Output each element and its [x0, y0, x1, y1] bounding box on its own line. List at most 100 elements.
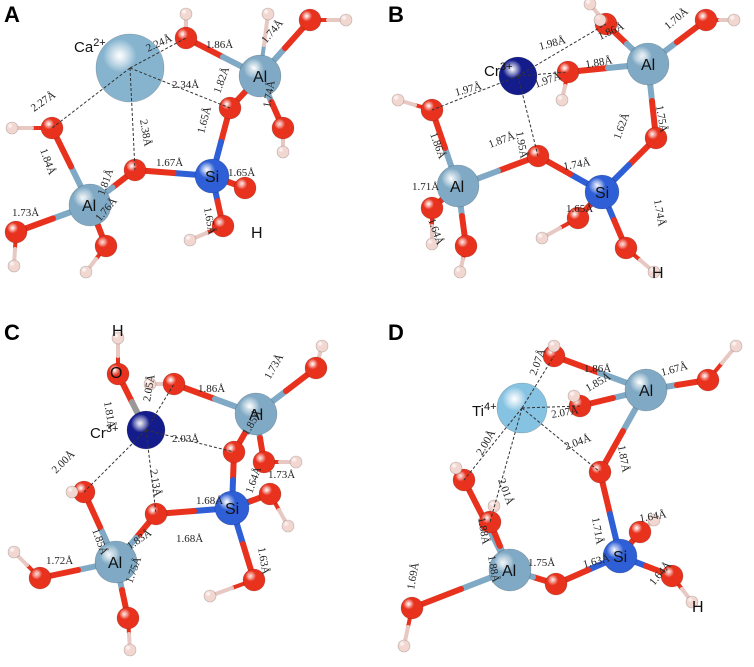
bond-length-label: 1.68Å	[196, 495, 223, 507]
oxygen-atom	[174, 26, 198, 50]
ion-charge: 4+	[484, 401, 497, 413]
coordination-bond-dashed	[517, 75, 539, 157]
hydrogen-atom	[425, 237, 439, 251]
bond-length-label: 1.73Å	[268, 469, 295, 481]
coordination-bond-dashed	[431, 75, 519, 111]
oxygen-atom	[94, 234, 118, 258]
bond-length-label: 2.38Å	[137, 118, 154, 147]
bond-length-label: 1.86Å	[427, 131, 448, 161]
silicon-label: Si	[205, 169, 219, 186]
bond-length-label: 1.62Å	[612, 111, 633, 141]
ion-label: Ca2+	[74, 37, 106, 56]
coordination-bond-dashed	[51, 67, 131, 129]
silicon-atom	[194, 158, 230, 194]
bond-length-label: 1.87Å	[615, 444, 632, 473]
hydrogen-atom	[315, 339, 329, 353]
oxygen-atom	[233, 176, 257, 200]
bond-length-label: 1.97Å	[533, 70, 563, 91]
bond-length-label: 1.74Å	[261, 80, 278, 109]
aluminum-label: Al	[641, 57, 655, 74]
bond-length-label: 1.73Å	[262, 352, 286, 382]
oxygen-atom	[28, 566, 52, 590]
silicon-atom	[602, 538, 638, 574]
hydrogen-atom	[79, 265, 93, 279]
hydrogen-atom	[179, 7, 193, 21]
silicon-atom	[214, 490, 250, 526]
hydrogen-atom	[5, 121, 19, 135]
coordination-bond-dashed	[145, 383, 175, 431]
hydrogen-atom	[111, 331, 125, 345]
aluminum-atom	[624, 368, 668, 412]
silicon-label: Si	[595, 185, 609, 202]
bond-length-label: 1.65Å	[201, 206, 218, 235]
coordination-bond-dashed	[145, 429, 157, 515]
bond-length-label: 1.75Å	[528, 557, 555, 569]
bond-length-label: 1.88Å	[584, 54, 613, 71]
bond-length-label: 1.84Å	[37, 147, 58, 177]
aluminum-label: Al	[82, 198, 96, 215]
oxygen-atom	[258, 482, 282, 506]
panel-letter-c: C	[4, 320, 20, 345]
hydrogen-atom	[647, 513, 661, 527]
bond-length-label: 1.65Å	[228, 167, 255, 179]
hydrogen-atom	[567, 389, 581, 403]
aluminum-label: Al	[108, 555, 122, 572]
bond-length-label: 2.27Å	[29, 89, 58, 114]
bond-length-label: 1.74Å	[651, 198, 668, 227]
oxygen-atom	[696, 368, 720, 392]
aluminum-atom	[488, 548, 532, 592]
hydrogen-atom	[7, 545, 21, 559]
aluminum-label: Al	[249, 407, 263, 424]
panel-letter-d: D	[388, 320, 404, 345]
bond-length-label: 1.72Å	[46, 555, 73, 567]
ion-label: Ti4+	[472, 401, 497, 420]
bond-length-label: 1.69Å	[405, 562, 422, 591]
silicon-label: Si	[613, 549, 627, 566]
bond-length-label: 1.86Å	[198, 383, 225, 395]
oxygen-atom	[478, 510, 502, 534]
bond-length-label: 1.97Å	[454, 80, 483, 99]
oxygen-atom	[694, 8, 718, 32]
oxygen-atom	[660, 564, 684, 588]
bond-length-label: 1.88Å	[485, 554, 502, 583]
hydrogen-atom	[203, 589, 217, 603]
aluminum-atom	[234, 392, 278, 436]
bond-length-label: 1.68Å	[176, 533, 203, 545]
bond-length-label: 2.00Å	[474, 428, 498, 458]
bond-length-label: 1.74Å	[562, 156, 591, 173]
ion-label: Cr3+	[90, 423, 118, 442]
bond-length-label: 1.65Å	[566, 203, 593, 215]
hydrogen-atom	[397, 639, 411, 653]
hydrogen-atom	[65, 485, 79, 499]
bond-length-label: 1.86Å	[584, 363, 611, 375]
aluminum-atom	[94, 540, 138, 584]
ion-label: Cr3+	[484, 61, 512, 80]
coordination-bond-dashed	[517, 71, 569, 77]
panel-letter-b: B	[388, 2, 404, 27]
hydrogen-atom	[647, 265, 661, 279]
bond-length-label: 1.88Å	[475, 516, 492, 545]
bond-length-label: 1.81Å	[101, 400, 118, 429]
ion-charge: 3+	[500, 61, 513, 73]
hydrogen-atom	[261, 7, 275, 21]
bond-length-label: 1.85Å	[89, 527, 110, 557]
bond-length-label: 2.03Å	[172, 433, 199, 445]
oxygen-atom	[628, 520, 652, 544]
coordination-bond-dashed	[521, 407, 601, 473]
oxygen-atom	[304, 356, 328, 380]
bond-length-label: 1.71Å	[589, 516, 606, 545]
bond-length-label: 1.65Å	[195, 105, 214, 134]
bond-length-label: 1.75Å	[653, 104, 670, 133]
bond-length-label: 1.81Å	[96, 167, 117, 197]
hydrogen-atom	[339, 13, 353, 27]
bond-length-label: 2.13Å	[147, 468, 164, 497]
aluminum-atom	[238, 54, 282, 98]
oxygen-atom	[544, 572, 568, 596]
oxygen-atom	[144, 502, 168, 526]
oxygen-atom	[644, 126, 668, 150]
oxygen-atom	[420, 196, 444, 220]
